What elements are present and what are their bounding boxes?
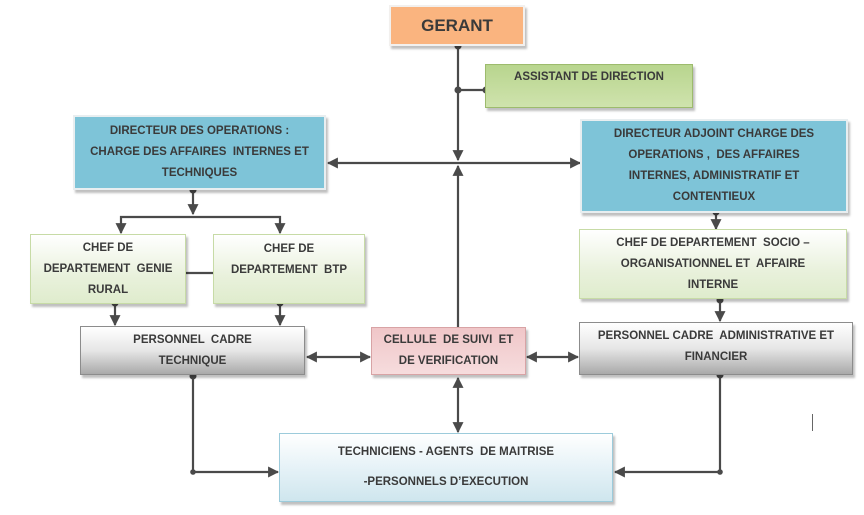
dir-adjoint-line: CONTENTIEUX <box>672 191 756 203</box>
chef-genie-line: RURAL <box>87 283 129 296</box>
box-techniciens-agents: TECHNICIENS - AGENTS DE MAITRISE -PERSON… <box>279 433 613 502</box>
dir-adjoint-line: INTERNES, ADMINISTRATIF ET <box>628 170 800 182</box>
box-assistant-direction: ASSISTANT DE DIRECTION <box>485 64 693 108</box>
box-chef-btp: CHEF DE DEPARTEMENT BTP <box>213 234 365 304</box>
dir-operations-line: TECHNIQUES <box>161 167 238 179</box>
chef-genie-line: DEPARTEMENT GENIE <box>43 262 173 275</box>
line-admin-to-techniciens <box>613 371 724 478</box>
personnel-technique-line: PERSONNEL CADRE <box>133 333 252 346</box>
chef-socio-line: ORGANISATIONNEL ET AFFAIRE <box>620 257 806 270</box>
box-directeur-operations: DIRECTEUR DES OPERATIONS : CHARGE DES AF… <box>73 115 326 190</box>
chef-btp-line: DEPARTEMENT BTP <box>230 264 348 276</box>
techniciens-line: -PERSONNELS D’EXECUTION <box>363 476 529 488</box>
box-cellule-suivi-verification: CELLULE DE SUIVI ET DE VERIFICATION <box>371 327 526 375</box>
box-gerant: GERANT <box>389 5 525 46</box>
chef-btp-line: CHEF DE <box>263 243 315 255</box>
box-chef-socio-organisationnel: CHEF DE DEPARTEMENT SOCIO – ORGANISATION… <box>579 229 847 299</box>
text-cursor <box>812 414 813 431</box>
dir-adjoint-line: DIRECTEUR ADJOINT CHARGE DES <box>613 128 815 140</box>
dir-operations-line: CHARGE DES AFFAIRES INTERNES ET <box>90 146 309 158</box>
techniciens-line: TECHNICIENS - AGENTS DE MAITRISE <box>337 446 555 458</box>
chef-genie-line: CHEF DE <box>82 241 134 254</box>
box-personnel-cadre-administratif: PERSONNEL CADRE ADMINISTRATIVE ET FINANC… <box>579 322 853 375</box>
cellule-line: DE VERIFICATION <box>398 355 499 367</box>
personnel-admin-line: FINANCIER <box>684 351 748 363</box>
box-personnel-cadre-technique: PERSONNEL CADRE TECHNIQUE <box>80 326 305 375</box>
personnel-admin-line: PERSONNEL CADRE ADMINISTRATIVE ET <box>597 330 835 342</box>
personnel-technique-line: TECHNIQUE <box>158 354 227 367</box>
dir-operations-line: DIRECTEUR DES OPERATIONS : <box>109 125 290 137</box>
chef-socio-line: CHEF DE DEPARTEMENT SOCIO – <box>616 236 810 249</box>
cellule-line: CELLULE DE SUIVI ET <box>383 334 514 346</box>
dir-adjoint-line: OPERATIONS , DES AFFAIRES <box>628 149 800 161</box>
line-split-chefs <box>115 215 286 235</box>
assistant-label: ASSISTANT DE DIRECTION <box>514 71 664 83</box>
box-directeur-adjoint: DIRECTEUR ADJOINT CHARGE DES OPERATIONS … <box>580 119 848 213</box>
gerant-label: GERANT <box>421 16 493 35</box>
line-tech-to-techniciens <box>189 372 280 478</box>
box-chef-genie-rural: CHEF DE DEPARTEMENT GENIE RURAL <box>30 234 186 304</box>
chef-socio-line: INTERNE <box>687 278 739 291</box>
